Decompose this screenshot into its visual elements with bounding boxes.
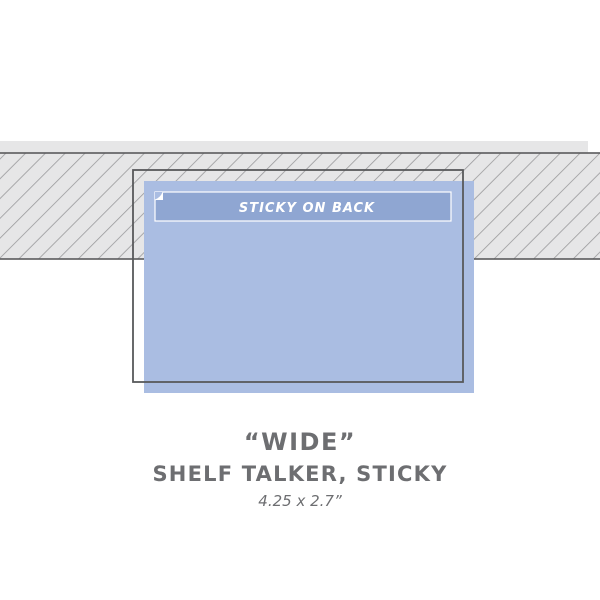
peel-corner-icon: [154, 191, 164, 201]
sticky-band-label: STICKY ON BACK: [239, 201, 375, 216]
talker-outline-frame: [132, 169, 464, 383]
sticky-band-border: [154, 191, 452, 222]
product-subtitle: SHELF TALKER, STICKY: [152, 462, 448, 486]
product-dimensions: 4.25 x 2.7”: [258, 492, 342, 510]
sticky-band: [155, 192, 451, 221]
product-title: “WIDE”: [243, 428, 357, 456]
